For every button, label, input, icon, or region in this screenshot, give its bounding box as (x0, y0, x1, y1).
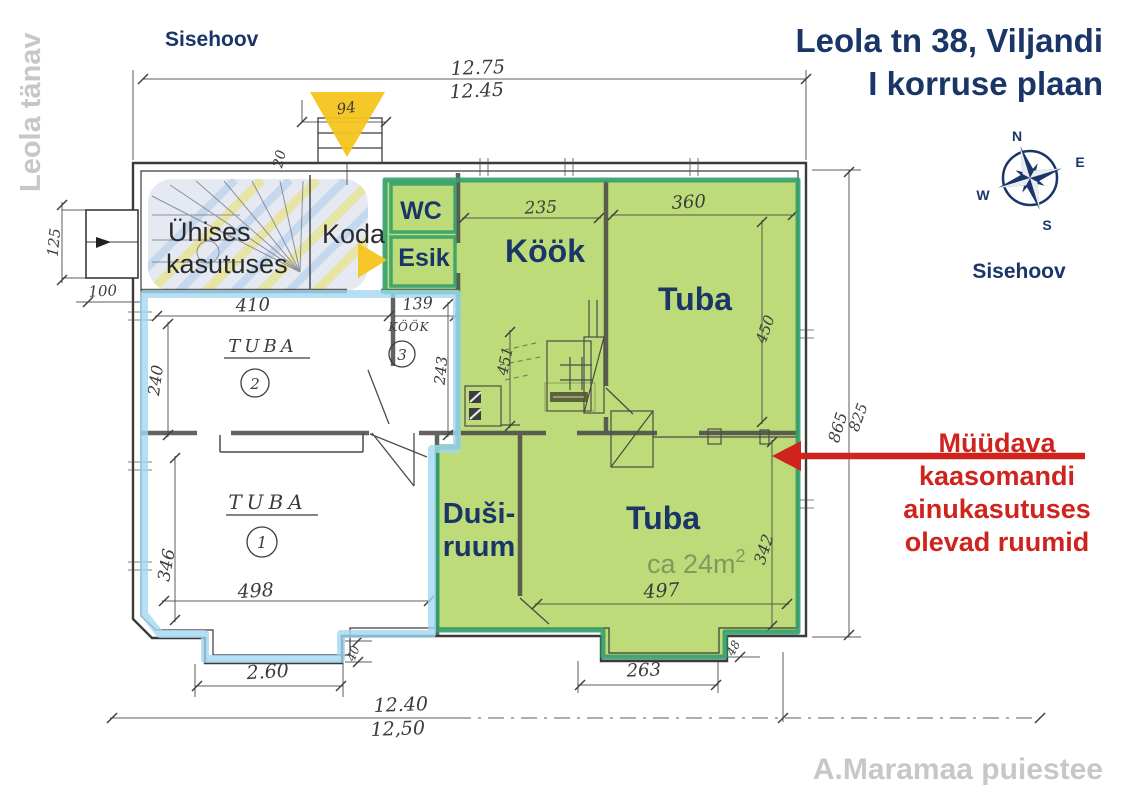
street-label-left: Leola tänav (15, 32, 47, 192)
handwritten-room-names: TUBA 2 3 TUBA 1 (224, 336, 416, 558)
area-superscript: 2 (736, 546, 746, 566)
dim-2-60: 2.60 (245, 660, 289, 684)
entrance-triangle-small (358, 243, 387, 278)
dim-240: 240 (144, 364, 167, 398)
door-leaves (367, 369, 634, 625)
dim-497: 497 (642, 579, 682, 604)
dim-48: 48 (723, 638, 743, 659)
entrance-triangle-main (310, 92, 385, 157)
dusi-label-line2: ruum (443, 531, 516, 563)
kook3-handwritten-label: KÖÖK (387, 318, 429, 334)
tuba-se-area: ca 24m2 (647, 546, 746, 579)
annotation-line3: ainukasutuses (903, 494, 1091, 524)
tuba1-number: 1 (257, 533, 267, 552)
kook-label: Köök (505, 233, 585, 269)
dim-12-50: 12,50 (370, 717, 425, 741)
annotation-line2: kaasomandi (919, 461, 1075, 491)
wc-box-border (389, 182, 457, 234)
street-label-bottom: A.Maramaa puiestee (813, 753, 1103, 786)
dim-40: 40 (344, 643, 363, 664)
tiny-note-smudge (544, 382, 596, 412)
sold-rooms-annotation: Müüdava kaasomandi ainukasutuses olevad … (772, 428, 1091, 557)
dim-346: 346 (154, 547, 179, 583)
fixtures (464, 300, 797, 468)
dim-360: 360 (671, 191, 706, 214)
dim-94: 94 (336, 98, 357, 118)
page-title-line1: Leola tn 38, Viljandi (796, 22, 1103, 59)
dim-12-45: 12.45 (449, 79, 504, 104)
dim-139: 139 (402, 293, 434, 314)
dusi-label-line1: Duši- (443, 498, 516, 530)
dim-12-40: 12.40 (373, 693, 428, 717)
tuba-ne-label: Tuba (658, 281, 732, 317)
esik-box-border (389, 235, 457, 288)
shared-label-line1: Ühises (168, 217, 251, 247)
dim-498: 498 (236, 579, 274, 603)
compass-w: W (976, 187, 990, 203)
tuba1-handwritten: TUBA (228, 490, 307, 514)
door-swing-arrow (96, 237, 111, 248)
compass-e: E (1075, 154, 1084, 170)
dimension-lines (56, 70, 1046, 724)
left-porch (85, 209, 139, 279)
room-labels: WC Esik Köök Tuba Duši- ruum Tuba ca 24m… (166, 197, 746, 579)
dim-12-75: 12.75 (450, 56, 505, 80)
koda-label: Koda (322, 219, 386, 249)
sold-area-fill (385, 180, 798, 657)
dim-235: 235 (523, 197, 557, 218)
tuba2-number: 2 (249, 375, 260, 393)
compass-s: S (1042, 217, 1051, 233)
staircase (151, 180, 304, 273)
area-value: ca 24m (647, 549, 736, 579)
dim-451: 451 (493, 345, 517, 378)
wc-label: WC (400, 197, 442, 225)
shared-label-line2: kasutuses (166, 249, 288, 279)
annotation-arrow-head (772, 441, 801, 471)
dim-263: 263 (625, 659, 661, 681)
esik-label: Esik (398, 244, 450, 272)
dim-100: 100 (88, 281, 118, 300)
blue-wall-highlight (140, 290, 461, 663)
tuba-se-label: Tuba (626, 500, 700, 536)
compass-rose: N E S W (976, 128, 1084, 233)
dim-125: 125 (44, 227, 65, 257)
tuba2-handwritten: TUBA (228, 336, 297, 357)
courtyard-label-top: Sisehoov (165, 28, 259, 51)
handwritten-dimensions: 12.75 12.45 94 20 125 100 410 139 KÖÖK 2… (44, 56, 872, 741)
kook3-number: 3 (397, 346, 407, 364)
dim-20: 20 (270, 149, 290, 171)
compass-n: N (1012, 128, 1022, 144)
courtyard-label-right: Sisehoov (972, 260, 1066, 283)
dim-243: 243 (430, 355, 451, 386)
dim-410: 410 (234, 294, 270, 316)
page-title-line2: I korruse plaan (868, 65, 1103, 102)
annotation-line4: olevad ruumid (905, 527, 1090, 557)
